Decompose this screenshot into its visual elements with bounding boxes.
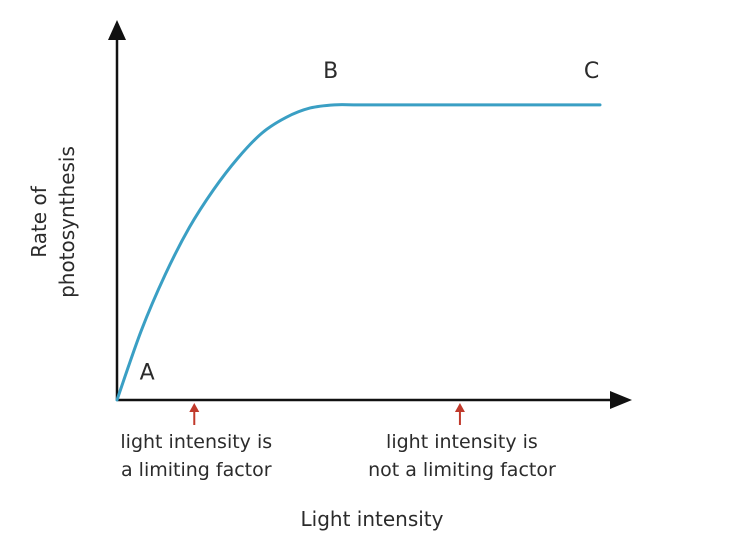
series-layer bbox=[115, 103, 602, 402]
point-label-a: A bbox=[140, 360, 155, 385]
x-axis-label: Light intensity bbox=[301, 507, 444, 531]
point-label-c: C bbox=[584, 59, 599, 84]
y-axis-label-line-1: photosynthesis bbox=[55, 146, 79, 298]
axes bbox=[108, 20, 632, 409]
y-axis-arrowhead bbox=[108, 20, 126, 40]
series-line-0 bbox=[115, 103, 602, 402]
annotation-0-line-0: light intensity is bbox=[120, 431, 272, 453]
x-axis-arrowhead bbox=[610, 391, 632, 409]
annotation-arrow-head-0 bbox=[189, 403, 200, 412]
annotation-1-line-1: not a limiting factor bbox=[368, 459, 556, 481]
y-axis-label-line-0: Rate of bbox=[27, 185, 51, 257]
annotation-arrow-head-1 bbox=[454, 403, 465, 412]
annotation-0-line-1: a limiting factor bbox=[121, 459, 272, 481]
annotation-1-line-0: light intensity is bbox=[386, 431, 538, 453]
point-label-b: B bbox=[323, 59, 338, 84]
